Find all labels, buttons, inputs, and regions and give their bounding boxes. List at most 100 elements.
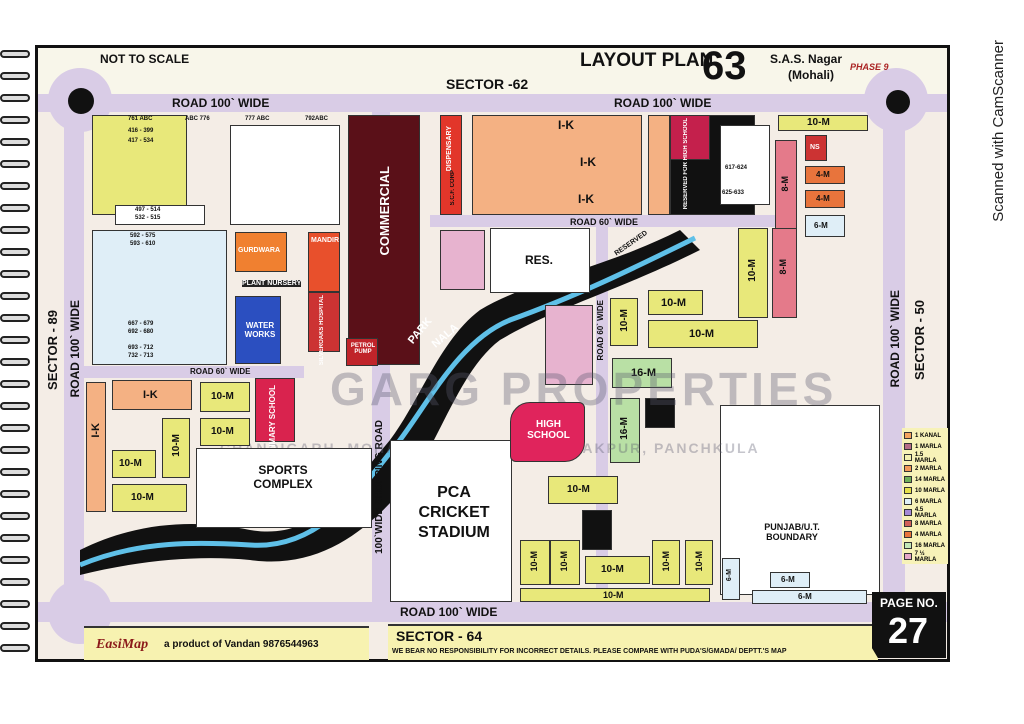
plot-label: 10-M: [603, 590, 624, 600]
sector-south: SECTOR - 64: [396, 628, 483, 644]
road-south: [38, 602, 947, 622]
water-works-label: WATER WORKS: [244, 321, 276, 339]
road-west: [64, 94, 84, 614]
legend-item: 14 MARLA: [904, 474, 946, 485]
legend-swatch: [904, 476, 912, 483]
road-east: [883, 94, 905, 614]
phase-note: PHASE 9: [850, 62, 889, 72]
legend-label: 14 MARLA: [915, 476, 946, 483]
6m-block: 6-M: [805, 215, 845, 237]
brand-box: EasiMap a product of Vandan 9876544963: [84, 626, 369, 660]
plot-label: 617-624: [725, 165, 748, 171]
plot-label: 10-M: [119, 458, 142, 469]
10m-block: 10-M: [200, 382, 250, 412]
sports-complex-label: SPORTS COMPLEX: [253, 463, 313, 491]
ns-label: NS: [810, 144, 820, 151]
10m-block: 10-M: [200, 418, 250, 446]
legend-item: 1 MARLA: [904, 441, 946, 452]
10m-block: 10-M: [520, 588, 710, 602]
kanal-block: [472, 115, 642, 215]
brand-product: a product of Vandan 9876544963: [164, 639, 319, 650]
10m-block: 10-M: [548, 476, 618, 504]
plot-label: 667 - 679: [128, 321, 154, 327]
plot-label: 10-M: [171, 434, 182, 457]
primary-school-label: PRIMARY SCHOOL: [268, 385, 277, 458]
road-60-north: [430, 215, 780, 227]
legend-label: 2 MARLA: [915, 465, 942, 472]
legend-item: 4.5 MARLA: [904, 507, 946, 519]
plot-label: 8-M: [780, 176, 790, 192]
6m-block: 6-M: [722, 558, 740, 600]
10m-block: 10-M: [162, 418, 190, 478]
sports-complex: SPORTS COMPLEX: [196, 448, 372, 528]
10m-block: 10-M: [648, 290, 703, 315]
footer-box: SECTOR - 64 WE BEAR NO RESPONSIBILITY FO…: [388, 624, 878, 660]
high-school-label: HIGH SCHOOL: [527, 419, 570, 441]
water-works: WATER WORKS: [235, 296, 281, 364]
page-number-badge: PAGE NO. 27: [872, 592, 946, 658]
plot-label: 10-M: [559, 551, 569, 572]
legend-swatch: [904, 443, 912, 450]
plot-label: 10-M: [807, 117, 830, 128]
plot-label: 732 - 713: [128, 353, 154, 359]
plot-label: 6-M: [726, 569, 733, 582]
nursery-label: PLANT NURSERY: [242, 280, 302, 287]
10m-block: 10-M: [610, 298, 638, 346]
plot-label: 692 - 680: [128, 329, 154, 335]
pca-stadium: PCA CRICKET STADIUM: [390, 440, 512, 602]
park: [645, 398, 675, 428]
park: [582, 510, 612, 550]
6m-block: 6-M: [752, 590, 867, 604]
commercial-label: COMMERCIAL: [377, 166, 392, 256]
boundary-label: PUNJAB/U.T. BOUNDARY: [764, 522, 820, 542]
sector-north: SECTOR -62: [446, 76, 529, 92]
kanal-block: I-K: [112, 380, 192, 410]
legend-label: 1.5 MARLA: [914, 451, 937, 464]
legend-swatch: [904, 520, 912, 527]
scanner-watermark: Scanned with CamScanner: [990, 40, 1007, 222]
brand-logo: EasiMap: [96, 637, 149, 652]
sector-west: SECTOR - 89: [45, 310, 60, 390]
petrol-pump-label: PETROL PUMP: [350, 343, 376, 355]
legend-item: 4 MARLA: [904, 529, 946, 540]
8m-block: 8-M: [775, 140, 797, 235]
reserved-high-school-area: RESERVED FOR HIGH SCHOOL: [670, 115, 710, 209]
plot-label: 497 - 514: [135, 207, 161, 213]
petrol-pump: PETROL PUMP: [346, 338, 378, 366]
residential-block: [545, 305, 593, 385]
16m-block: 16-M: [612, 358, 672, 388]
hospital-label: SILVEROAKS HOSPITAL: [319, 295, 325, 366]
road-label: ROAD 60` WIDE: [570, 217, 639, 227]
plot-label: 625-633: [722, 190, 745, 196]
plot-label: 16-M: [631, 367, 657, 379]
legend-item: 10 MARLA: [904, 485, 946, 496]
pca-stadium-label: PCA CRICKET STADIUM: [418, 484, 490, 541]
road-label: ROAD 60` WIDE: [596, 300, 605, 361]
legend-item: 8 MARLA: [904, 518, 946, 529]
legend-label: 10 MARLA: [915, 487, 946, 494]
10m-block: 10-M: [652, 540, 680, 585]
residential-block: [440, 230, 485, 290]
legend-swatch: [904, 465, 912, 472]
city-name-2: (Mohali): [788, 68, 834, 82]
plot-label: 6-M: [814, 221, 828, 230]
sector-east: SECTOR - 50: [912, 300, 927, 380]
legend-swatch: [904, 509, 912, 516]
10m-block: 10-M: [520, 540, 550, 585]
layout-number: 63: [702, 44, 747, 88]
plot-label: 4-M: [816, 194, 830, 203]
plot-label: 16-M: [619, 417, 630, 440]
scf-label: S.C.F. CORP: [450, 170, 456, 206]
plot-label: 792ABC: [305, 116, 329, 122]
plot-label: 10-M: [131, 492, 154, 503]
legend-swatch: [904, 542, 912, 549]
res-label: RES.: [525, 253, 554, 267]
legend-item: 6 MARLA: [904, 496, 946, 507]
plot-label: 8-M: [778, 259, 788, 275]
plot-label: 10-M: [211, 391, 234, 402]
legend-swatch: [904, 531, 912, 538]
plot-label: 593 - 610: [130, 241, 156, 247]
10m-block: 10-M: [112, 450, 156, 478]
high-school: HIGH SCHOOL: [510, 402, 585, 462]
road-label: ROAD 100` WIDE: [614, 96, 712, 110]
